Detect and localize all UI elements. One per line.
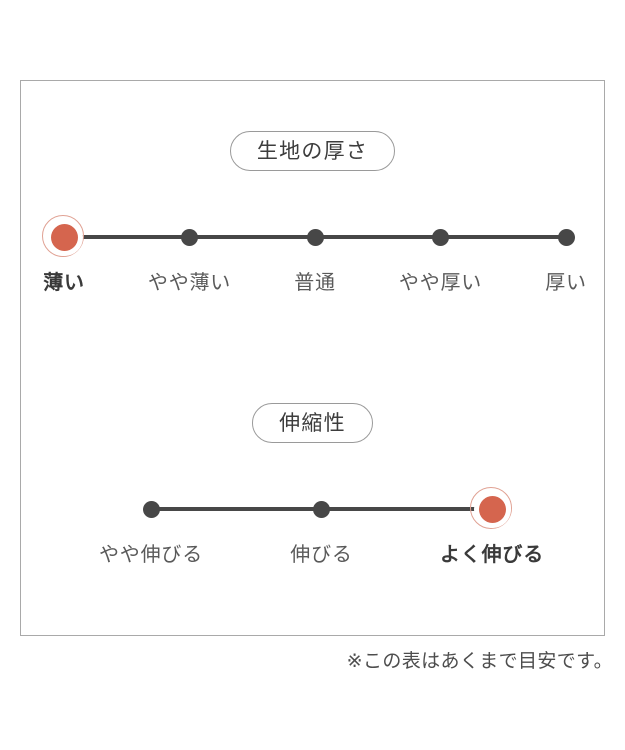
- scale-dot-icon: [50, 223, 78, 251]
- stretch-option-2-label: よく伸びる: [440, 544, 544, 566]
- section-title-thickness: 生地の厚さ: [229, 131, 396, 171]
- scale-dot-icon: [313, 500, 330, 518]
- thickness-option-1-label: やや薄い: [147, 272, 232, 294]
- scale-dot-icon: [142, 500, 160, 518]
- thickness-option-3-label: やや厚い: [398, 272, 483, 294]
- scale-dot-icon: [432, 228, 449, 246]
- scale-dot-icon: [557, 228, 575, 246]
- fabric-spec-card: 生地の厚さ 薄い やや薄い 普通 やや厚い 厚い: [20, 80, 605, 636]
- section-title-stretch: 伸縮性: [252, 403, 373, 443]
- scale-dot-icon: [306, 228, 324, 246]
- thickness-option-4-label: 厚い: [545, 272, 587, 294]
- section-title-thickness-wrap: 生地の厚さ: [21, 131, 604, 171]
- selected-ring-icon: [42, 215, 84, 257]
- scale-dot-icon: [181, 228, 198, 246]
- section-title-stretch-wrap: 伸縮性: [21, 403, 604, 443]
- thickness-option-2-label: 普通: [294, 272, 336, 294]
- footnote-text: ※この表はあくまで目安です。: [346, 651, 613, 672]
- thickness-option-0-label: 薄い: [43, 272, 85, 294]
- stretch-option-1-label: 伸びる: [290, 544, 353, 566]
- stretch-option-0-label: やや伸びる: [99, 544, 203, 566]
- scale-dot-icon: [478, 495, 506, 523]
- selected-ring-icon: [470, 487, 512, 529]
